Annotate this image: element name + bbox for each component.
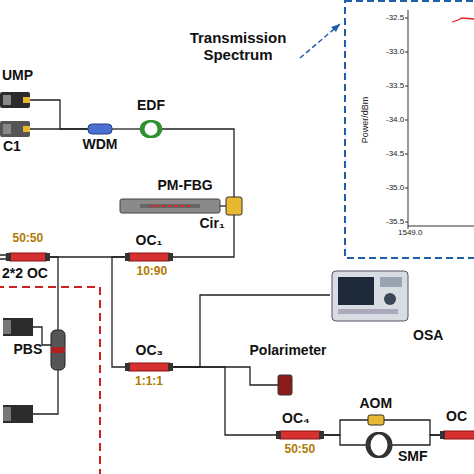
optical-fiber [220,205,226,206]
optical-fiber [50,257,58,330]
optical-fiber [392,435,440,445]
component-label: UMP [2,68,33,83]
inset-title: Transmission Spectrum [173,30,303,63]
laser-module [3,318,33,423]
component-shape [51,330,65,370]
tick-label: -33.5 [386,82,404,91]
fiber-coil: SMF [366,432,392,458]
split-ratio: 1:1:1 [135,375,163,388]
tick-label: -34.0 [386,116,404,125]
polarization-controller: C1 [0,121,30,137]
tick-label: -35.0 [386,184,404,193]
component-label: Polarimeter [250,343,327,358]
component-shape [330,265,410,325]
component-label: AOM [360,396,393,411]
circulator: Cir₁ [226,197,242,215]
polarization-region [0,287,100,474]
fiber-grating: PM-FBG [120,199,220,213]
optical-fiber [112,128,140,129]
component-label: PBS [14,342,43,357]
beam-splitter: PBS [51,330,65,370]
component-shape [125,363,173,371]
fiber [0,255,6,259]
component-label: 2*2 OC [2,266,48,281]
callout-arrow-head [331,24,340,32]
wdm-coupler: WDM [88,124,112,134]
spectrum-curve [452,18,474,22]
component-shape [226,197,242,215]
tick-label: -35.5 [386,218,404,227]
optical-coupler: OC₄50:50 [276,431,324,439]
callout-arrow [300,24,340,58]
component-label: PM-FBG [158,178,213,193]
component-label: SMF [398,449,428,464]
optical-coupler: 50:502*2 OC [6,253,50,261]
y-axis [408,10,409,226]
component-label: OC [446,409,467,424]
component-shape [140,120,162,138]
polarimeter: Polarimeter [278,375,292,395]
component-shape [278,375,292,395]
split-ratio: 10:90 [137,265,168,278]
component-shape [120,199,220,213]
component-label: OC₁ [136,233,163,248]
optical-fiber [173,295,330,367]
spectrum-analyzer: OSA [330,265,410,325]
tick-label: -33.0 [386,48,404,57]
tick-label: 1549.0 [398,229,422,238]
optical-fiber [112,257,125,367]
optical-fiber [173,215,234,257]
split-ratio: 50:50 [13,232,44,245]
component-shape [125,253,173,261]
optical-coupler: OC₁10:90 [125,253,173,261]
optical-coupler: OC₃1:1:1 [125,363,173,371]
component-label: OSA [413,328,443,343]
component-shape [440,431,474,439]
component-shape [368,415,384,425]
component-shape [276,431,324,439]
optical-fiber [324,435,366,445]
axis-title: Power/dBm [361,97,371,144]
fiber [33,370,58,414]
component-shape [0,121,30,137]
component-shape [6,253,50,261]
component-label: EDF [137,98,165,113]
component-label: OC₃ [136,343,163,358]
optical-fiber [30,128,88,129]
component-shape [88,124,112,134]
tick-label: -32.5 [386,14,404,23]
x-axis [408,226,474,227]
optical-coupler: OC [440,431,474,439]
component-label: OC₄ [282,411,310,426]
component-label: Cir₁ [200,216,225,231]
component-shape [366,432,392,458]
fiber-coil: EDF [140,120,162,138]
axis-ticks [405,18,408,229]
optical-fiber [173,367,276,435]
component-shape [0,92,30,108]
component-label: C1 [3,139,21,154]
tick-label: -34.5 [386,150,404,159]
optical-fiber [30,100,88,129]
optical-fiber [384,420,440,435]
inset-frame [345,1,474,258]
optical-fiber [324,420,368,435]
modulator: AOM [368,415,384,425]
split-ratio: 50:50 [285,443,316,456]
component-label: WDM [83,137,118,152]
pump-laser: UMP [0,92,30,108]
